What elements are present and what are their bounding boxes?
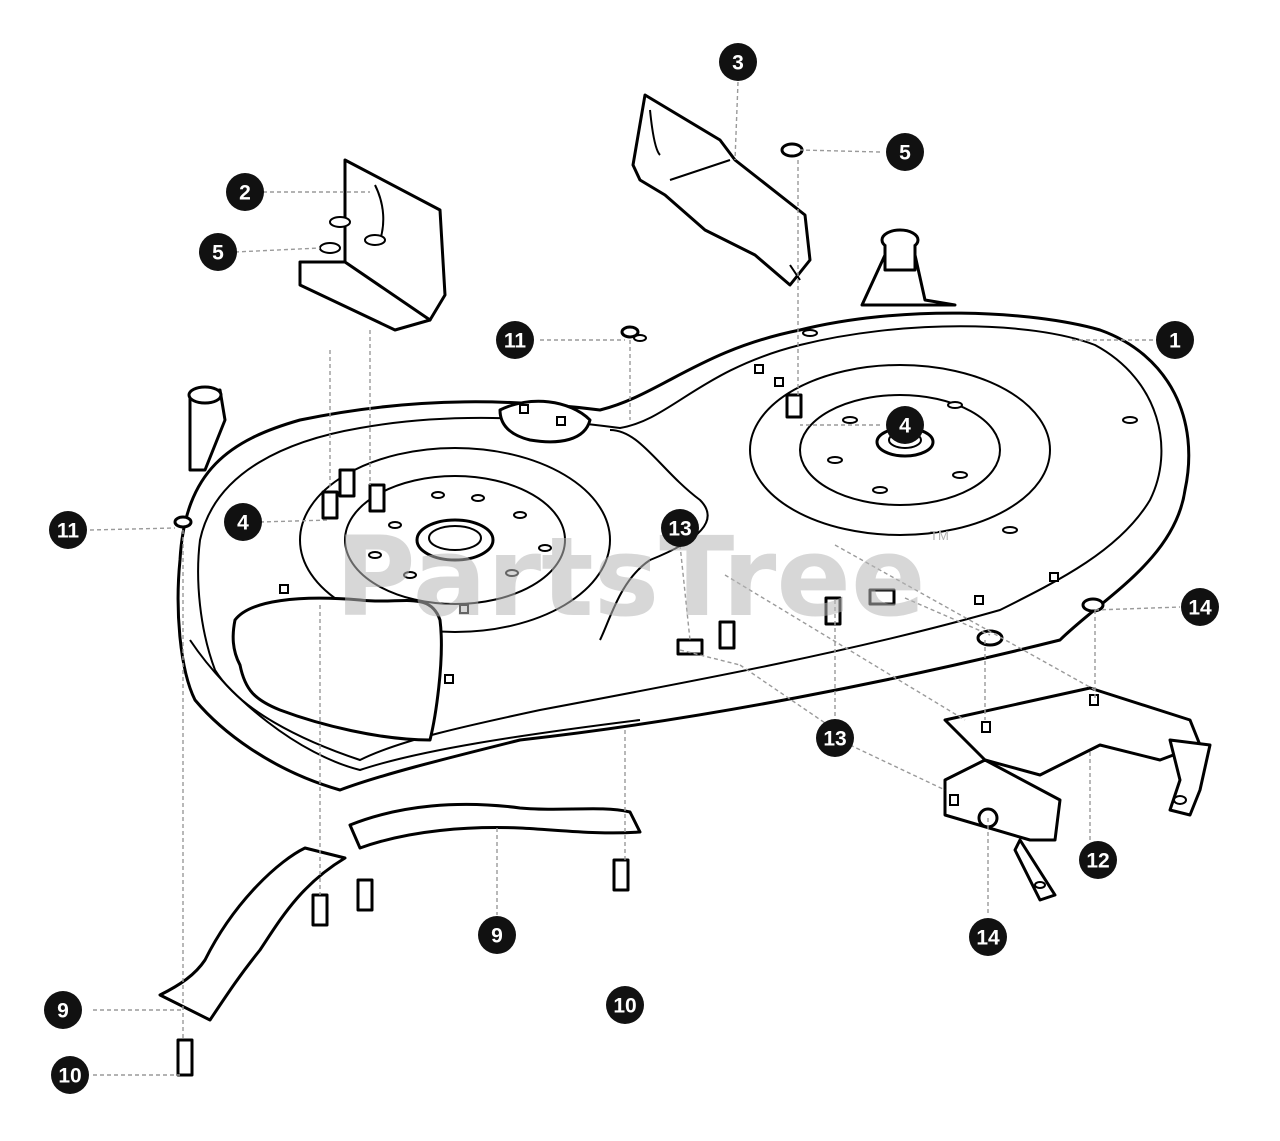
svg-text:9: 9 <box>491 925 503 948</box>
callouts: 1 2 3 4 4 5 5 9 <box>44 43 1219 1094</box>
hitch-bracket <box>943 686 1212 902</box>
svg-text:5: 5 <box>899 142 911 165</box>
svg-text:13: 13 <box>823 728 846 751</box>
callout-5-right: 5 <box>886 133 924 171</box>
svg-text:13: 13 <box>668 518 691 541</box>
svg-text:4: 4 <box>237 512 249 535</box>
callout-13-upper: 13 <box>661 509 699 547</box>
mower-deck-housing <box>176 228 1191 792</box>
callout-9-center: 9 <box>478 916 516 954</box>
leader-lines <box>89 81 1181 1076</box>
watermark-tm: TM <box>930 528 949 543</box>
callout-12: 12 <box>1079 841 1117 879</box>
callout-11-center: 11 <box>496 321 534 359</box>
svg-text:14: 14 <box>976 927 1000 950</box>
svg-text:10: 10 <box>613 995 636 1018</box>
callout-2: 2 <box>226 173 264 211</box>
callout-9-left: 9 <box>44 991 82 1029</box>
callout-14-right: 14 <box>1181 588 1219 626</box>
callout-10-center: 10 <box>606 986 644 1024</box>
svg-text:1: 1 <box>1169 330 1181 353</box>
deck-support-bar <box>158 802 642 1022</box>
watermark: PartsTree TM <box>335 513 949 641</box>
svg-text:2: 2 <box>239 182 251 205</box>
svg-text:5: 5 <box>212 242 224 265</box>
callout-10-left: 10 <box>51 1056 89 1094</box>
svg-text:10: 10 <box>58 1065 81 1088</box>
belt-guide-bracket-right <box>631 93 812 287</box>
callout-4-right: 4 <box>886 406 924 444</box>
svg-text:11: 11 <box>57 520 80 543</box>
svg-text:12: 12 <box>1086 850 1109 873</box>
belt-guide-bracket-left <box>298 158 447 332</box>
callout-13-lower: 13 <box>816 719 854 757</box>
callout-14-lower: 14 <box>969 918 1007 956</box>
svg-text:11: 11 <box>504 330 527 353</box>
callout-3: 3 <box>719 43 757 81</box>
callout-4-left: 4 <box>224 503 262 541</box>
svg-text:14: 14 <box>1188 597 1212 620</box>
svg-text:4: 4 <box>899 415 911 438</box>
svg-text:9: 9 <box>57 1000 69 1023</box>
callout-5-left: 5 <box>199 233 237 271</box>
callout-1: 1 <box>1156 321 1194 359</box>
callout-11-left: 11 <box>49 511 87 549</box>
watermark-text: PartsTree <box>335 513 926 641</box>
svg-text:3: 3 <box>732 52 744 75</box>
hardware <box>173 142 1105 1077</box>
